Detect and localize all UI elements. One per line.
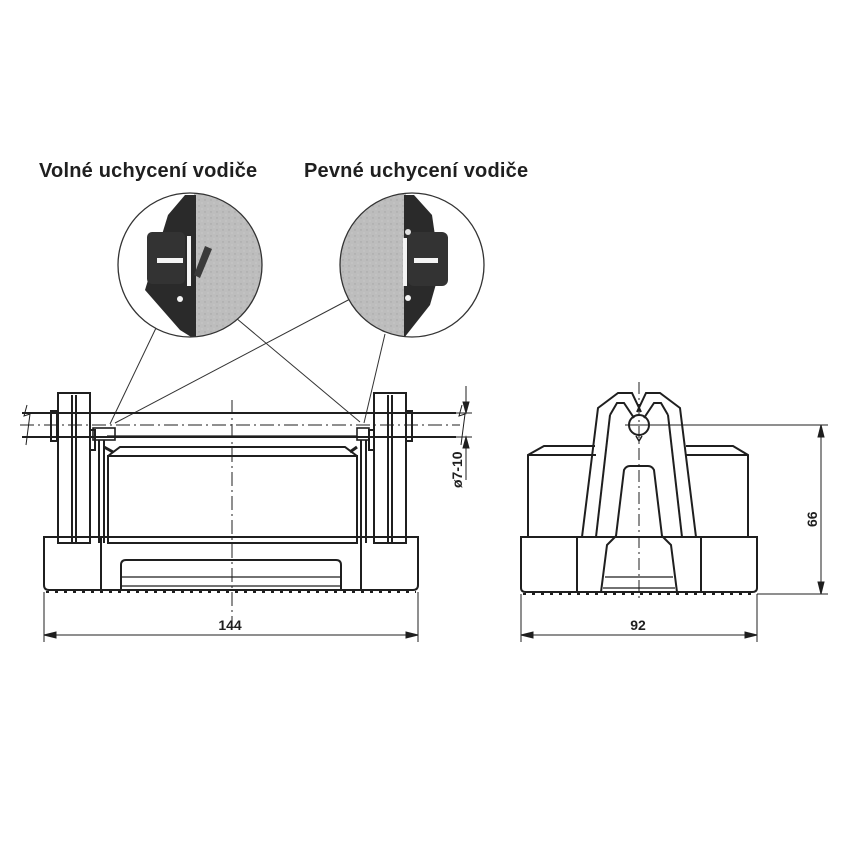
side-view (520, 382, 828, 600)
front-view (20, 392, 466, 630)
dimension-label-66: 66 (804, 511, 820, 527)
loose-clamp-detail (117, 192, 263, 338)
leader-lines (109, 297, 386, 425)
dimension-label-92: 92 (630, 617, 646, 633)
dimension-width-side (520, 594, 758, 642)
dimension-height (757, 424, 828, 595)
dimension-width-front (43, 592, 419, 642)
dimension-label-diameter: ø7-10 (449, 451, 465, 488)
caption-loose-attachment: Volné uchycení vodiče (39, 160, 258, 182)
dimension-conductor-diameter (412, 386, 472, 480)
fixed-clamp-detail (339, 192, 485, 338)
caption-fixed-attachment: Pevné uchycení vodiče (304, 160, 529, 182)
dimension-label-144: 144 (218, 617, 242, 633)
